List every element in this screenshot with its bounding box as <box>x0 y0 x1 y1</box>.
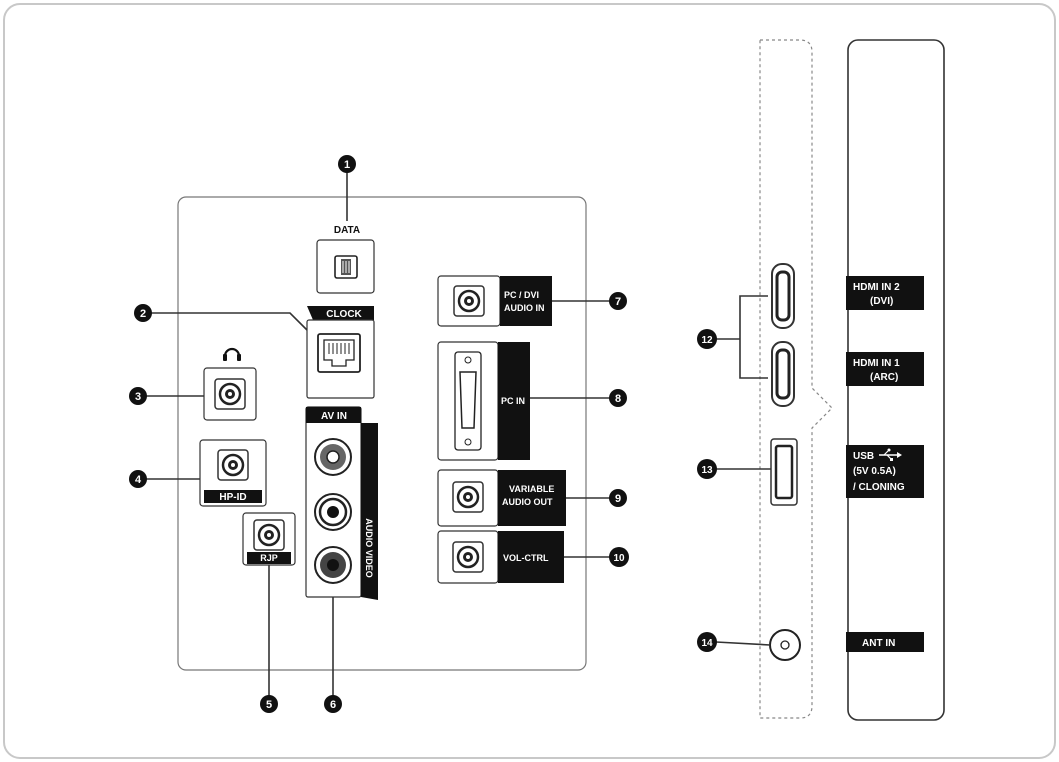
hdmi-in-1-port <box>770 340 796 408</box>
callout-13: 13 <box>697 459 717 479</box>
rjp-label: RJP <box>260 553 278 563</box>
side-panel-outline <box>759 39 833 719</box>
vol-ctrl-label: VOL-CTRL <box>503 553 549 563</box>
callout-8: 8 <box>609 389 627 407</box>
hdmi-in-2-label-line1: HDMI IN 2 <box>853 282 900 293</box>
hdmi-in-1-label-line1: HDMI IN 1 <box>853 358 900 369</box>
usb-label: USB (5V 0.5A) / CLONING <box>846 445 924 498</box>
hdmi-in-2-label: HDMI IN 2 (DVI) <box>846 276 924 310</box>
hp-id-label: HP-ID <box>219 492 246 503</box>
callout-3: 3 <box>129 387 147 405</box>
svg-text:10: 10 <box>613 553 625 564</box>
ant-in-port <box>769 629 801 661</box>
callout-5: 5 <box>260 695 278 713</box>
clock-label: CLOCK <box>326 309 362 320</box>
svg-text:14: 14 <box>701 638 713 649</box>
callout-1: 1 <box>338 155 356 173</box>
hdmi-in-1-label-line2: (ARC) <box>870 372 898 383</box>
pc-in-port: PC IN <box>437 341 530 461</box>
variable-audio-label-2: AUDIO OUT <box>502 497 553 507</box>
usb-label-line1: USB <box>853 451 874 462</box>
callout-9: 9 <box>609 489 627 507</box>
callout-7: 7 <box>609 292 627 310</box>
ant-in-label: ANT IN <box>846 632 924 652</box>
callout-4: 4 <box>129 470 147 488</box>
pc-dvi-label-2: AUDIO IN <box>504 303 545 313</box>
callout-10: 10 <box>609 547 629 567</box>
svg-text:2: 2 <box>140 308 146 320</box>
vol-ctrl-port: VOL-CTRL <box>437 530 564 584</box>
svg-text:8: 8 <box>615 393 621 405</box>
variable-audio-label-1: VARIABLE <box>509 484 554 494</box>
data-label: DATA <box>334 225 360 236</box>
rjp-port: RJP <box>242 512 296 566</box>
usb-label-line3: / CLONING <box>853 482 905 493</box>
svg-text:5: 5 <box>266 699 272 711</box>
usb-symbol-icon <box>879 448 902 461</box>
svg-text:9: 9 <box>615 493 621 505</box>
headphone-port <box>203 347 257 421</box>
pc-dvi-audio-in-port: PC / DVI AUDIO IN <box>437 275 552 327</box>
leader-lines <box>146 172 771 696</box>
svg-text:13: 13 <box>701 465 713 476</box>
data-port: DATA <box>316 225 375 294</box>
usb-port <box>770 438 798 506</box>
hp-id-port: HP-ID <box>199 439 267 507</box>
variable-audio-out-port: VARIABLE AUDIO OUT <box>437 469 566 527</box>
ant-in-text: ANT IN <box>862 638 895 649</box>
svg-text:1: 1 <box>344 159 350 171</box>
hdmi-in-2-label-line2: (DVI) <box>870 296 893 307</box>
av-audio-video-label: AUDIO VIDEO <box>364 518 374 578</box>
av-in-label: AV IN <box>321 411 347 422</box>
pc-in-label: PC IN <box>501 396 525 406</box>
usb-label-line2: (5V 0.5A) <box>853 466 896 477</box>
av-in-port: AV IN AUDIO VIDEO <box>305 406 378 600</box>
svg-text:7: 7 <box>615 296 621 308</box>
svg-text:6: 6 <box>330 699 336 711</box>
hdmi-in-2-port <box>770 262 796 330</box>
svg-text:4: 4 <box>135 474 142 486</box>
headphone-icon <box>223 347 241 361</box>
callout-2: 2 <box>134 304 152 322</box>
numbered-callout-icon: 1 2 3 4 5 6 7 8 9 10 12 13 14 <box>129 155 717 713</box>
hdmi-in-1-label: HDMI IN 1 (ARC) <box>846 352 924 386</box>
clock-port: CLOCK <box>306 306 375 399</box>
callout-6: 6 <box>324 695 342 713</box>
callout-14: 14 <box>697 632 717 652</box>
svg-text:3: 3 <box>135 391 141 403</box>
svg-text:12: 12 <box>701 335 713 346</box>
pc-dvi-label-1: PC / DVI <box>504 290 539 300</box>
callout-12: 12 <box>697 329 717 349</box>
